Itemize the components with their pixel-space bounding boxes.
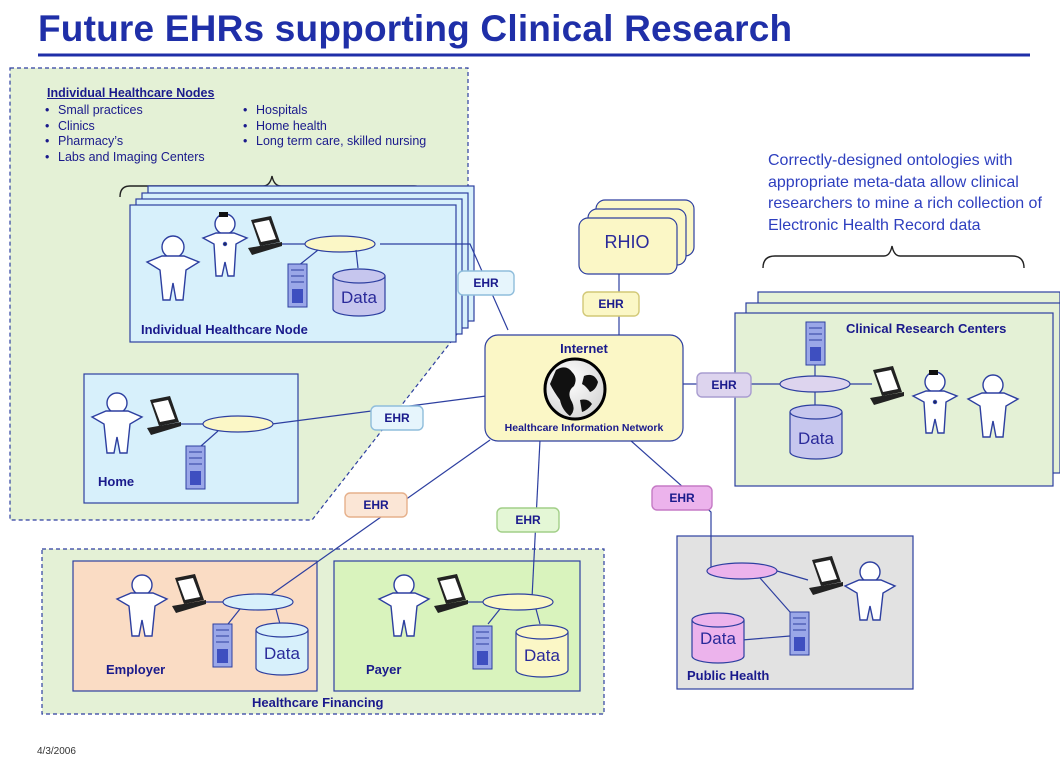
public-health-hub-links	[741, 570, 809, 641]
employer-database-icon	[255, 622, 309, 676]
public-health-database-icon	[691, 612, 745, 664]
research-database-icon	[789, 404, 843, 460]
slide-date: 4/3/2006	[37, 746, 76, 757]
home-label: Home	[98, 474, 135, 489]
individual-node-label: Individual Healthcare Node	[141, 322, 308, 337]
line-node-to-internet	[380, 243, 509, 331]
ehr-badge-rhio	[582, 291, 640, 317]
individual-nodes-header: Individual Healthcare Nodes	[47, 86, 215, 100]
ehr-badge-home	[370, 405, 424, 431]
public-health-database-label: Data	[700, 629, 736, 648]
home-server-icon	[185, 445, 206, 490]
research-person-icon	[966, 374, 1020, 438]
research-note-brace	[762, 245, 1025, 269]
node-laptop-icon	[248, 216, 282, 255]
list-item: Long term care, skilled nursing	[242, 134, 426, 150]
globe-icon	[543, 357, 607, 421]
payer-laptop-icon	[434, 574, 468, 613]
home-laptop-icon	[147, 396, 181, 435]
payer-database-icon	[515, 624, 569, 678]
employer-hub-links	[206, 601, 281, 625]
payer-person-icon	[377, 574, 431, 637]
payer-server-icon	[472, 625, 493, 670]
node-person-icon	[145, 235, 201, 301]
employer-person-icon	[115, 574, 169, 637]
employer-label: Employer	[106, 662, 166, 677]
list-item: Pharmacy’s	[44, 134, 205, 150]
employer-database-label: Data	[264, 644, 300, 663]
clinical-research-label: Clinical Research Centers	[846, 321, 1007, 336]
node-database-icon	[332, 268, 386, 317]
rhio-box	[578, 217, 678, 275]
ehr-badge-employer-label: EHR	[363, 498, 389, 512]
research-laptop-icon	[870, 366, 904, 405]
payer-label: Payer	[366, 662, 402, 677]
research-network-hub	[779, 375, 851, 393]
individual-nodes-list-left: Small practices Clinics Pharmacy’s Labs …	[44, 103, 205, 165]
node-clinician-icon	[201, 212, 249, 277]
ehr-badge-public-health-label: EHR	[669, 491, 695, 505]
research-database-label: Data	[798, 429, 834, 448]
home-network-hub	[202, 415, 274, 433]
list-item: Hospitals	[242, 103, 426, 119]
ehr-badge-home-label: EHR	[384, 411, 410, 425]
ehr-badge-payer	[496, 507, 560, 533]
employer-server-icon	[212, 623, 233, 668]
public-health-person-icon	[843, 561, 897, 621]
healthcare-financing-label: Healthcare Financing	[252, 695, 384, 710]
research-note: Correctly-designed ontologies with appro…	[768, 152, 1042, 234]
ehr-badge-rhio-label: EHR	[598, 297, 624, 311]
public-health-label: Public Health	[687, 668, 770, 683]
list-item: Small practices	[44, 103, 205, 119]
individual-nodes-list-right: Hospitals Home health Long term care, sk…	[242, 103, 426, 150]
line-employer-to-internet	[261, 439, 491, 602]
home-person-icon	[90, 392, 144, 454]
line-internet-to-public-health	[629, 439, 712, 570]
home-hub-links	[181, 423, 219, 447]
page-title: Future EHRs supporting Clinical Research	[38, 8, 793, 49]
ehr-badge-node	[457, 270, 515, 296]
ehr-badge-payer-label: EHR	[515, 513, 541, 527]
payer-database-label: Data	[524, 646, 560, 665]
employer-network-hub	[222, 593, 294, 611]
rhio-label: RHIO	[604, 232, 650, 252]
internet-label: Internet	[560, 341, 608, 356]
ehr-badge-research	[696, 372, 752, 398]
list-item: Clinics	[44, 119, 205, 135]
node-database-label: Data	[341, 288, 377, 307]
node-hub-links	[282, 243, 359, 269]
ehr-badge-public-health	[651, 485, 713, 511]
public-health-server-icon	[789, 611, 810, 656]
research-server-icon	[805, 321, 826, 366]
node-server-icon	[287, 263, 308, 308]
ehr-badge-employer	[344, 492, 408, 518]
list-item: Labs and Imaging Centers	[44, 150, 205, 166]
employer-laptop-icon	[172, 574, 206, 613]
public-health-laptop-icon	[809, 556, 843, 595]
payer-hub-links	[468, 601, 541, 625]
public-health-network-hub	[706, 562, 778, 580]
node-network-hub	[304, 235, 376, 253]
healthcare-network-label: Healthcare Information Network	[504, 422, 664, 434]
payer-network-hub	[482, 593, 554, 611]
ehr-badge-research-label: EHR	[711, 378, 737, 392]
research-clinician-icon	[911, 370, 959, 434]
list-item: Home health	[242, 119, 426, 135]
ehr-badge-node-label: EHR	[473, 276, 499, 290]
